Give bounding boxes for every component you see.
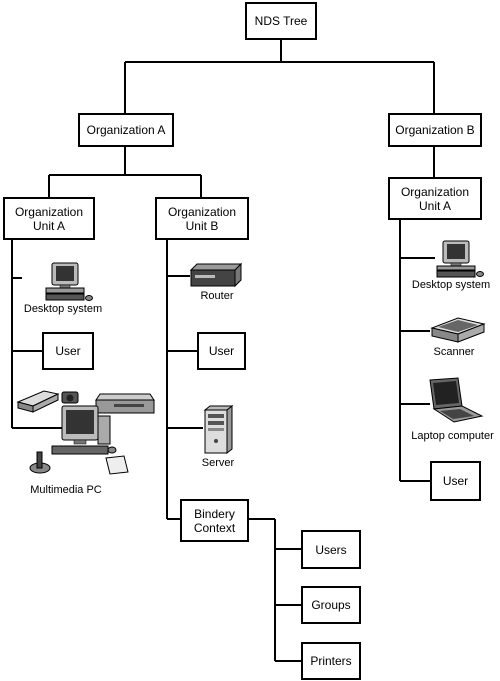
multimedia-pc-label: Multimedia PC: [30, 484, 102, 496]
organization-unit-b-node: Organization Unit B: [155, 197, 249, 240]
desktop-system-label: Desktop system: [23, 303, 103, 315]
organization-a-node: Organization A: [78, 113, 174, 147]
nds-tree-root-node: NDS Tree: [245, 2, 317, 40]
printers-node: Printers: [301, 642, 361, 680]
user-node-unit-a: User: [42, 332, 94, 370]
user-node-unit-b: User: [197, 332, 246, 370]
organization-b-node: Organization B: [388, 113, 482, 147]
user-node-org-b: User: [430, 461, 481, 501]
users-node: Users: [301, 530, 361, 569]
router-label: Router: [200, 290, 234, 302]
desktop-system-right-label: Desktop system: [411, 279, 491, 291]
desktop-computer-icon: [436, 240, 484, 278]
server-tower-icon: [203, 405, 233, 455]
router-icon: [190, 262, 242, 288]
scanner-label: Scanner: [433, 346, 475, 358]
organization-unit-a-node: Organization Unit A: [3, 197, 95, 240]
server-label: Server: [201, 457, 235, 469]
groups-node: Groups: [301, 586, 361, 624]
laptop-computer-label: Laptop computer: [411, 430, 494, 442]
bindery-context-node: Bindery Context: [180, 499, 249, 542]
org-b-organization-unit-a-node: Organization Unit A: [388, 177, 482, 220]
multimedia-pc-icon: [16, 390, 155, 475]
laptop-icon: [429, 377, 484, 423]
desktop-computer-icon: [45, 262, 93, 301]
flatbed-scanner-icon: [430, 317, 486, 343]
